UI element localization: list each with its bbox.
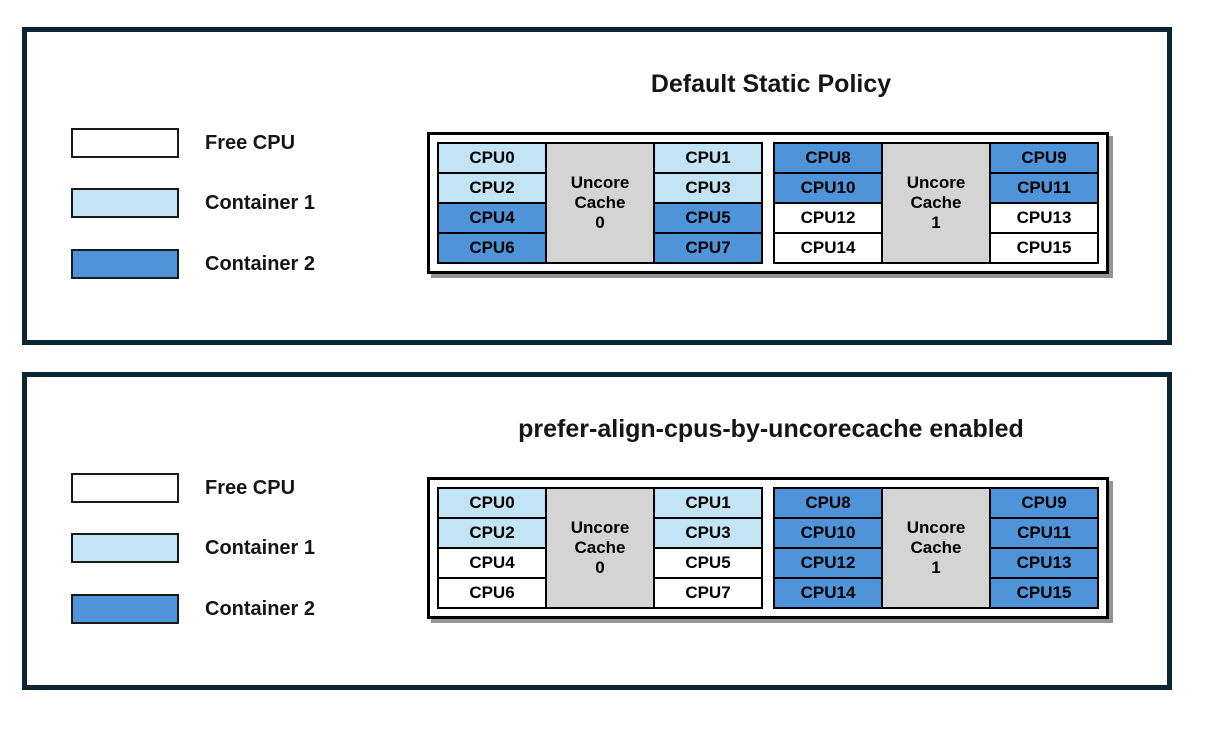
legend-label-container-1: Container 1 [205, 536, 316, 559]
cpu-cell-cpu0: CPU0 [437, 487, 547, 519]
legend-label-container-1: Container 1 [205, 191, 316, 214]
legend-swatch-container-2 [71, 249, 179, 279]
uncore-cache-label-line: Uncore [570, 173, 630, 192]
cpu-cell-cpu8: CPU8 [773, 142, 883, 174]
cpu-cell-cpu15: CPU15 [989, 577, 1099, 609]
cpu-cell-cpu2: CPU2 [437, 517, 547, 549]
cpu-cell-cpu13: CPU13 [989, 202, 1099, 234]
uncore-cache-label-line: Cache [910, 193, 962, 212]
legend-swatch-container-2 [71, 594, 179, 624]
cpu-cell-cpu3: CPU3 [653, 517, 763, 549]
cpu-cell-cpu6: CPU6 [437, 232, 547, 264]
cpu-cell-cpu2: CPU2 [437, 172, 547, 204]
cpu-cell-cpu4: CPU4 [437, 547, 547, 579]
cpu-cell-cpu1: CPU1 [653, 142, 763, 174]
legend-label-container-2: Container 2 [205, 252, 316, 275]
uncore-cache-label-line: 1 [931, 558, 941, 577]
cpu-cell-cpu14: CPU14 [773, 232, 883, 264]
uncore-cache-label-line: Uncore [570, 518, 630, 537]
legend-swatch-free-cpu [71, 473, 179, 503]
cpu-cell-cpu5: CPU5 [653, 202, 763, 234]
legend-item-free-cpu: Free CPU [71, 128, 295, 158]
panel-default-static-policy: Default Static Policy Free CPU Container… [22, 27, 1172, 345]
cpu-cell-cpu15: CPU15 [989, 232, 1099, 264]
legend-item-container-2: Container 2 [71, 249, 315, 279]
cpu-cell-cpu7: CPU7 [653, 577, 763, 609]
uncore-cache-label-line: Cache [574, 193, 626, 212]
cpu-cell-cpu12: CPU12 [773, 202, 883, 234]
legend-label-container-2: Container 2 [205, 597, 316, 620]
legend-swatch-container-1 [71, 188, 179, 218]
legend-item-container-1: Container 1 [71, 533, 315, 563]
uncore-cache-label-line: Cache [910, 538, 962, 557]
cpu-cell-cpu7: CPU7 [653, 232, 763, 264]
legend-swatch-container-1 [71, 533, 179, 563]
cpu-cell-cpu13: CPU13 [989, 547, 1099, 579]
cpu-cell-cpu9: CPU9 [989, 487, 1099, 519]
uncore-cache-label-line: Cache [574, 538, 626, 557]
cpu-cell-cpu1: CPU1 [653, 487, 763, 519]
cpu-cell-cpu6: CPU6 [437, 577, 547, 609]
legend-swatch-free-cpu [71, 128, 179, 158]
uncore-cache-label-line: Uncore [906, 173, 966, 192]
cpu-cell-cpu9: CPU9 [989, 142, 1099, 174]
cpu-cell-cpu4: CPU4 [437, 202, 547, 234]
uncore-cache-label-line: 0 [595, 213, 605, 232]
legend-label-free-cpu: Free CPU [205, 476, 296, 499]
panel-title: prefer-align-cpus-by-uncorecache enabled [518, 415, 1024, 443]
cpu-cell-cpu8: CPU8 [773, 487, 883, 519]
cpu-cell-cpu10: CPU10 [773, 517, 883, 549]
cpu-cell-cpu11: CPU11 [989, 172, 1099, 204]
cpu-cell-cpu0: CPU0 [437, 142, 547, 174]
panel-prefer-align-cpus-by-uncorecache: prefer-align-cpus-by-uncorecache enabled… [22, 372, 1172, 690]
cpu-cell-cpu11: CPU11 [989, 517, 1099, 549]
cpu-cell-cpu3: CPU3 [653, 172, 763, 204]
cpu-cell-cpu12: CPU12 [773, 547, 883, 579]
uncore-cache-label-line: 0 [595, 558, 605, 577]
legend-item-container-1: Container 1 [71, 188, 315, 218]
cpu-cell-cpu14: CPU14 [773, 577, 883, 609]
cpu-cell-cpu10: CPU10 [773, 172, 883, 204]
uncore-cache-label-line: 1 [931, 213, 941, 232]
legend-item-container-2: Container 2 [71, 594, 315, 624]
cpu-cell-cpu5: CPU5 [653, 547, 763, 579]
legend-item-free-cpu: Free CPU [71, 473, 295, 503]
legend-label-free-cpu: Free CPU [205, 131, 296, 154]
uncore-cache-label-line: Uncore [906, 518, 966, 537]
panel-title: Default Static Policy [650, 70, 892, 98]
